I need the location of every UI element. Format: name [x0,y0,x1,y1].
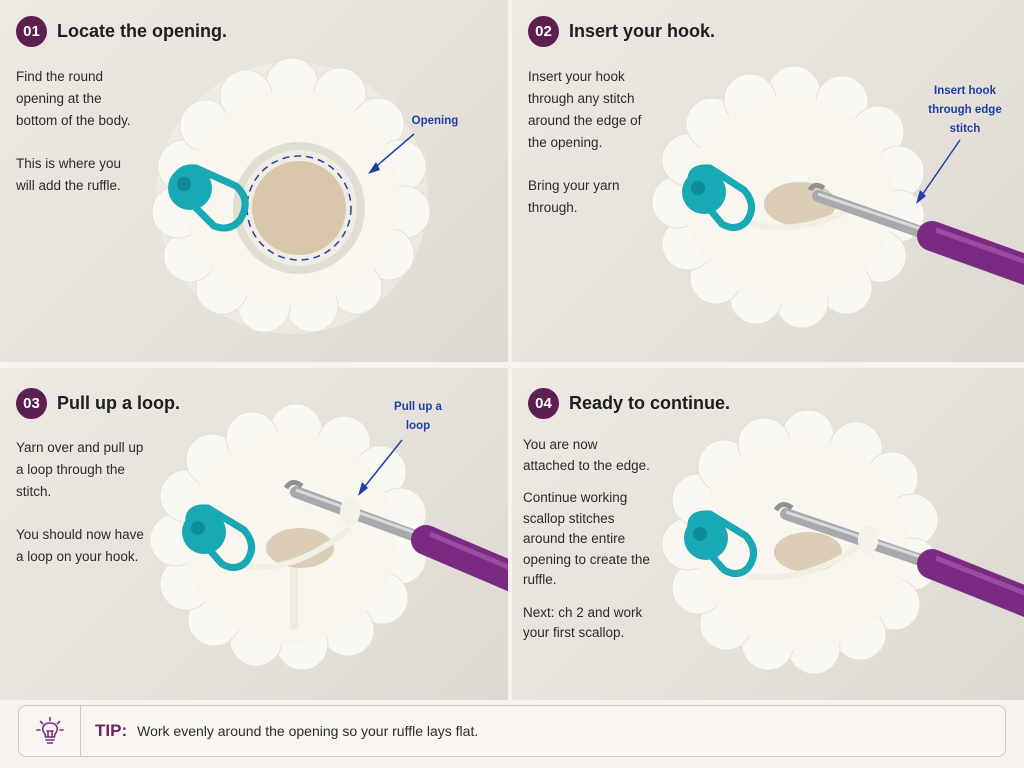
step-4-photo [661,409,1024,675]
step-title: Ready to continue. [569,393,731,413]
tip-text: Work evenly around the opening so your r… [137,723,479,739]
tip-bar: TIP: Work evenly around the opening so y… [18,705,1006,757]
step-2-photo [651,65,1024,329]
step-paragraph: You should now have a loop on your hook. [16,527,144,564]
step-1-photo [151,57,431,334]
step-number-badge: 01 [16,16,47,47]
step-paragraph: Bring your yarn through. [528,178,620,215]
crochet-hook [283,480,508,592]
step-panel-1: 01 Locate the opening. Find the round op… [0,0,508,362]
step-title: Insert your hook. [569,21,716,41]
stitch-marker [168,164,249,232]
crochet-piece [149,403,427,671]
crochet-piece [661,409,939,675]
step-panel-4: 04 Ready to continue. You are now attach… [512,368,1024,700]
step-panel-3: 03 Pull up a loop. Yarn over and pull up… [0,368,508,700]
step-number-badge: 03 [16,388,47,419]
annotation-label: Opening [411,115,459,127]
step-description: You are now attached to the edge. Contin… [523,435,651,656]
step-description: Yarn over and pull up a loop through the… [16,437,144,589]
step-header: 04 Ready to continue. [528,388,730,419]
step-paragraph: This is where you will add the ruffle. [16,156,122,193]
tip-label: TIP: [95,721,128,740]
stitch-marker [182,504,255,571]
step-header: 03 Pull up a loop. [16,388,180,419]
step-description: Find the round opening at the bottom of … [16,66,134,218]
step-paragraph: Yarn over and pull up a loop through the… [16,440,144,499]
step-paragraph: Next: ch 2 and work your first scallop. [523,604,643,641]
lightbulb-icon [19,706,81,756]
step-title: Locate the opening. [57,21,228,41]
step-paragraph: Insert your hook through any stitch arou… [528,69,642,150]
crochet-piece [651,65,925,329]
annotation-label: Insert hook through edge stitch [928,85,1002,135]
step-description: Insert your hook through any stitch arou… [528,66,656,240]
step-number-badge: 02 [528,16,559,47]
crochet-hook [807,182,1024,286]
stitch-marker [684,510,757,577]
step-header: 02 Insert your hook. [528,16,715,47]
step-title: Pull up a loop. [57,393,180,413]
stitch-marker [682,164,755,231]
steps-grid: 01 Locate the opening. Find the round op… [0,0,1024,700]
step-paragraph: Find the round opening at the bottom of … [16,69,131,128]
step-paragraph: Continue working scallop stitches around… [523,490,650,587]
step-panel-2: 02 Insert your hook. Insert your hook th… [512,0,1024,362]
annotation-label: Pull up a loop [394,401,442,432]
step-number-badge: 04 [528,388,559,419]
step-header: 01 Locate the opening. [16,16,227,47]
step-3-photo [149,403,508,671]
step-paragraph: You are now attached to the edge. [523,437,650,473]
crochet-hook [773,502,1024,617]
